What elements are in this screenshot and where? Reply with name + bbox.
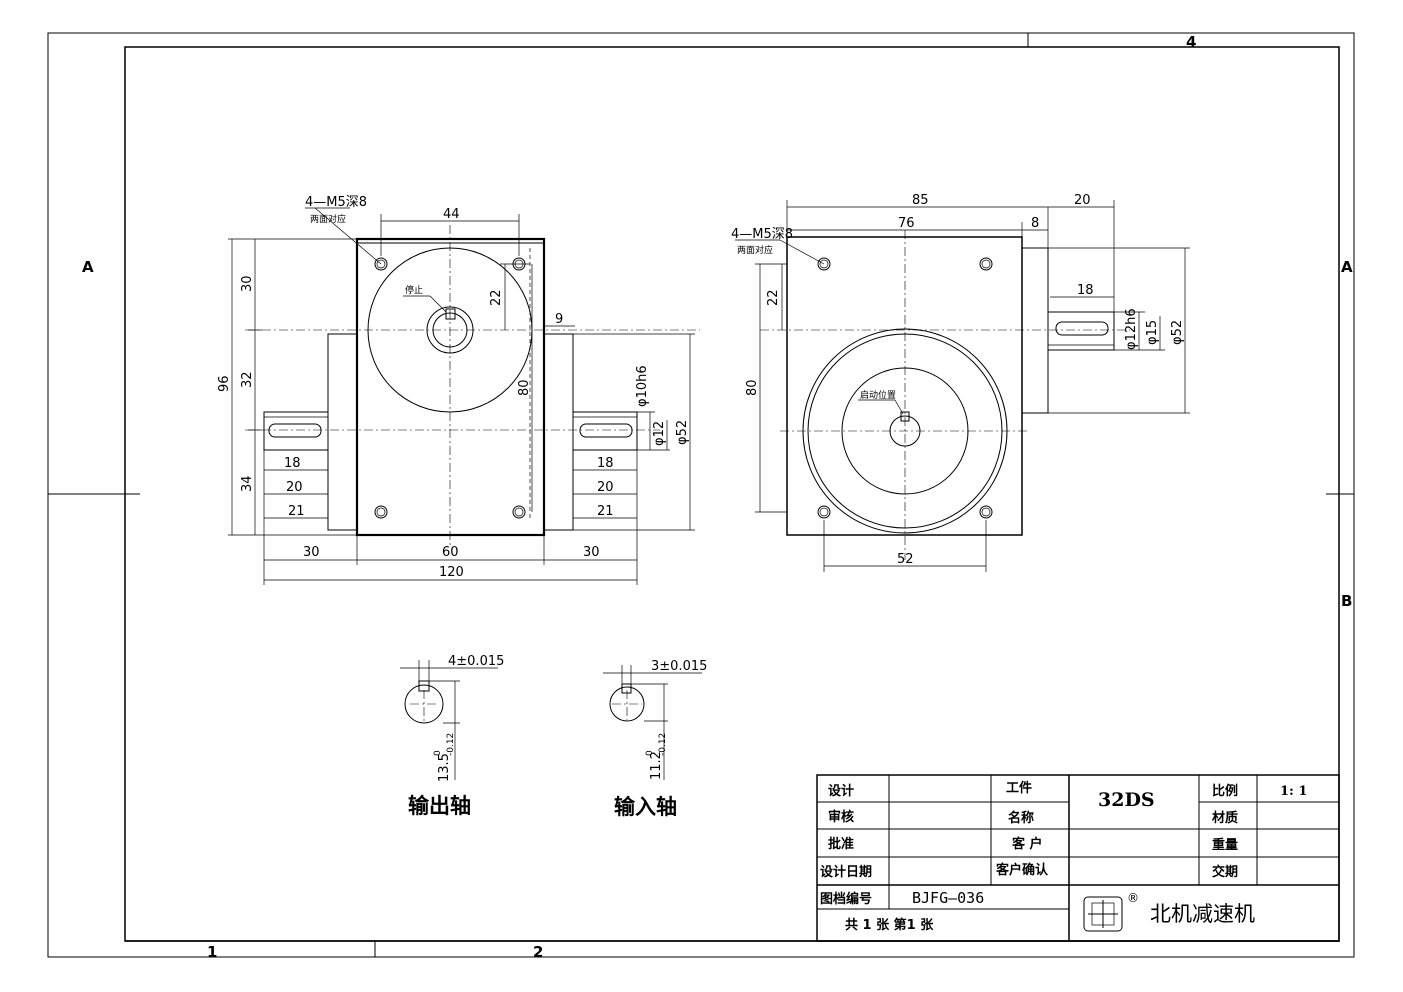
input-key-tol: 3±0.015 [651, 659, 707, 674]
dim-22: 22 [489, 289, 504, 306]
dim-30-bottom-right: 30 [583, 545, 600, 560]
dim-18-side: 18 [1077, 283, 1094, 298]
dim-phi10h6: φ10h6 [635, 365, 650, 407]
dim-80-side: 80 [745, 379, 760, 396]
output-depth: 13.5 [437, 753, 452, 782]
dim-18-left: 18 [284, 456, 301, 471]
dim-52-side: 52 [897, 552, 914, 567]
input-shaft-section [603, 665, 702, 780]
front-hole-note: 4—M5深8 [305, 195, 367, 210]
side-start-label: 启动位置 [860, 389, 896, 401]
dim-phi52: φ52 [675, 420, 690, 445]
input-depth: 11.2 [649, 751, 664, 780]
tb-company: 北机减速机 [1150, 902, 1255, 926]
zone-1: 1 [207, 943, 217, 961]
tb-weight: 重量 [1212, 837, 1238, 853]
input-depth-tol-bot: -0.12 [658, 733, 668, 756]
dim-20-right: 20 [597, 480, 614, 495]
dim-8: 8 [1031, 216, 1039, 231]
dim-20-left: 20 [286, 480, 303, 495]
zone-2: 2 [533, 943, 543, 961]
front-view [228, 207, 700, 585]
tb-scale-value: 1: 1 [1280, 784, 1307, 799]
outer-frame [47, 32, 1355, 958]
tb-logo-mark: ® [1127, 891, 1139, 905]
tb-name-label: 名称 [1008, 810, 1034, 826]
dim-120: 120 [439, 565, 464, 580]
title-block [816, 774, 1340, 942]
dim-20-side: 20 [1074, 193, 1091, 208]
dim-21-right: 21 [597, 504, 614, 519]
zone-4: 4 [1186, 33, 1196, 51]
tb-customer: 客 户 [1012, 836, 1043, 852]
input-depth-tol-top: 0 [645, 750, 655, 756]
zone-a-right: A [1341, 258, 1353, 276]
side-view [735, 200, 1190, 572]
dim-phi15: φ15 [1145, 320, 1160, 345]
output-depth-tol-bot: -0.12 [446, 733, 456, 756]
tb-approve: 批准 [828, 836, 854, 852]
dim-30: 30 [240, 275, 255, 292]
dim-60: 60 [442, 545, 459, 560]
input-shaft-caption: 输入轴 [614, 795, 677, 819]
dim-85: 85 [912, 193, 929, 208]
tb-scale-label: 比例 [1212, 783, 1238, 799]
dim-76: 76 [898, 216, 915, 231]
tb-design-date: 设计日期 [820, 864, 872, 880]
output-shaft-caption: 输出轴 [408, 794, 471, 818]
tb-drawing-no: BJFG—036 [912, 889, 984, 907]
dim-18-right: 18 [597, 456, 614, 471]
tb-part-label: 工件 [1006, 780, 1032, 796]
side-hole-note-sub: 两面对应 [737, 244, 773, 256]
dim-phi12: φ12 [652, 421, 667, 446]
output-depth-tol-top: 0 [433, 750, 443, 756]
tb-part-name: 32DS [1098, 789, 1155, 811]
tb-review: 审核 [828, 809, 854, 825]
dim-44: 44 [443, 207, 460, 222]
dim-96: 96 [217, 375, 232, 392]
dim-phi12h6: φ12h6 [1124, 308, 1139, 350]
front-stop-label: 停止 [405, 284, 423, 296]
dim-80: 80 [517, 379, 532, 396]
dim-phi52-side: φ52 [1170, 320, 1185, 345]
front-hole-note-sub: 两面对应 [310, 213, 346, 225]
dim-30-bottom-left: 30 [303, 545, 320, 560]
zone-b-right: B [1341, 592, 1352, 610]
tb-drawing-no-label: 图档编号 [820, 891, 872, 907]
tb-design: 设计 [828, 783, 854, 799]
tb-sheets: 共 1 张 第1 张 [845, 917, 934, 933]
dim-34: 34 [240, 475, 255, 492]
tb-customer-confirm: 客户确认 [996, 862, 1049, 878]
dim-22-side: 22 [766, 289, 781, 306]
output-shaft-section [400, 660, 498, 780]
side-hole-note: 4—M5深8 [731, 227, 793, 242]
dim-32: 32 [240, 371, 255, 388]
tb-material: 材质 [1212, 810, 1238, 826]
zone-a-left: A [82, 258, 94, 276]
dim-9: 9 [555, 312, 563, 327]
dim-21-left: 21 [288, 504, 305, 519]
output-key-tol: 4±0.015 [448, 654, 504, 669]
tb-delivery: 交期 [1212, 864, 1238, 880]
